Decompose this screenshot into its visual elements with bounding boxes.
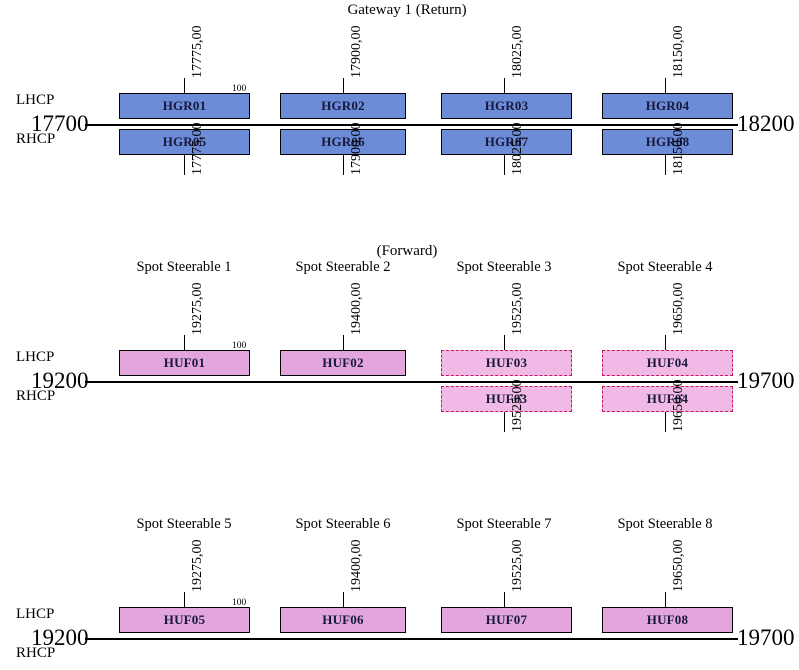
polarisation-axis (85, 638, 738, 640)
tick-line (665, 155, 666, 175)
tick-line (504, 592, 505, 612)
beam-title: Spot Steerable 6 (295, 516, 391, 532)
carrier-block[interactable]: HGR05 (119, 129, 250, 155)
polarisation-axis (85, 124, 738, 126)
bandwidth-annotation: 100 (232, 84, 247, 94)
tick-line (184, 335, 185, 355)
carrier-block[interactable]: HGR04 (602, 93, 733, 119)
center-frequency-label: 17900,00 (349, 25, 364, 79)
center-frequency-label: 17900,00 (349, 122, 364, 176)
tick-line (343, 335, 344, 355)
band-edge-low: 19200 (31, 368, 89, 393)
tick-line (184, 592, 185, 612)
tick-line (504, 155, 505, 175)
tick-line (184, 155, 185, 175)
carrier-block[interactable]: HUF06 (280, 607, 406, 633)
carrier-block[interactable]: HGR01 (119, 93, 250, 119)
polarisation-label-rhcp: RHCP (16, 131, 56, 147)
beam-title: Spot Steerable 4 (617, 259, 713, 275)
center-frequency-label: 17775,00 (190, 25, 205, 79)
band-edge-high: 18200 (737, 111, 795, 136)
center-frequency-label: 19400,00 (349, 282, 364, 336)
center-frequency-label: 19525,00 (510, 282, 525, 336)
carrier-block[interactable]: HGR06 (280, 129, 406, 155)
band-edge-low: 17700 (31, 111, 89, 136)
beam-title: Spot Steerable 3 (456, 259, 552, 275)
center-frequency-label: 19650,00 (671, 539, 686, 593)
section-title: (Forward) (376, 243, 438, 259)
carrier-block[interactable]: HUF03 (441, 350, 572, 376)
carrier-block[interactable]: HGR03 (441, 93, 572, 119)
polarisation-axis (85, 381, 738, 383)
beam-title: Spot Steerable 8 (617, 516, 713, 532)
band-edge-low: 19200 (31, 625, 89, 650)
center-frequency-label: 18025,00 (510, 25, 525, 79)
tick-line (665, 412, 666, 432)
section-title: Gateway 1 (Return) (347, 2, 467, 18)
bandwidth-annotation: 100 (232, 341, 247, 351)
polarisation-label-lhcp: LHCP (16, 92, 55, 108)
carrier-block[interactable]: HUF02 (280, 350, 406, 376)
tick-line (665, 78, 666, 98)
carrier-block[interactable]: HUF04 (602, 386, 733, 412)
bandwidth-annotation: 100 (232, 598, 247, 608)
center-frequency-label: 19275,00 (190, 539, 205, 593)
polarisation-label-rhcp: RHCP (16, 645, 56, 661)
tick-line (184, 78, 185, 98)
carrier-block[interactable]: HGR07 (441, 129, 572, 155)
tick-line (343, 155, 344, 175)
band-edge-high: 19700 (737, 625, 795, 650)
tick-line (504, 412, 505, 432)
center-frequency-label: 19400,00 (349, 539, 364, 593)
polarisation-label-lhcp: LHCP (16, 606, 55, 622)
beam-title: Spot Steerable 1 (136, 259, 232, 275)
beam-title: Spot Steerable 2 (295, 259, 391, 275)
carrier-block[interactable]: HUF03 (441, 386, 572, 412)
center-frequency-label: 18150,00 (671, 25, 686, 79)
tick-line (665, 592, 666, 612)
carrier-block[interactable]: HUF08 (602, 607, 733, 633)
carrier-block[interactable]: HUF04 (602, 350, 733, 376)
carrier-block[interactable]: HGR02 (280, 93, 406, 119)
polarisation-label-rhcp: RHCP (16, 388, 56, 404)
tick-line (343, 78, 344, 98)
center-frequency-label: 19275,00 (190, 282, 205, 336)
beam-title: Spot Steerable 5 (136, 516, 232, 532)
tick-line (504, 335, 505, 355)
carrier-block[interactable]: HGR08 (602, 129, 733, 155)
beam-title: Spot Steerable 7 (456, 516, 552, 532)
center-frequency-label: 19650,00 (671, 282, 686, 336)
band-edge-high: 19700 (737, 368, 795, 393)
center-frequency-label: 19525,00 (510, 379, 525, 433)
polarisation-label-lhcp: LHCP (16, 349, 55, 365)
tick-line (343, 592, 344, 612)
center-frequency-label: 19525,00 (510, 539, 525, 593)
tick-line (665, 335, 666, 355)
carrier-block[interactable]: HUF07 (441, 607, 572, 633)
tick-line (504, 78, 505, 98)
carrier-block[interactable]: HUF05 (119, 607, 250, 633)
center-frequency-label: 19650,00 (671, 379, 686, 433)
carrier-block[interactable]: HUF01 (119, 350, 250, 376)
center-frequency-label: 18025,00 (510, 122, 525, 176)
center-frequency-label: 17775,00 (190, 122, 205, 176)
center-frequency-label: 18150,00 (671, 122, 686, 176)
